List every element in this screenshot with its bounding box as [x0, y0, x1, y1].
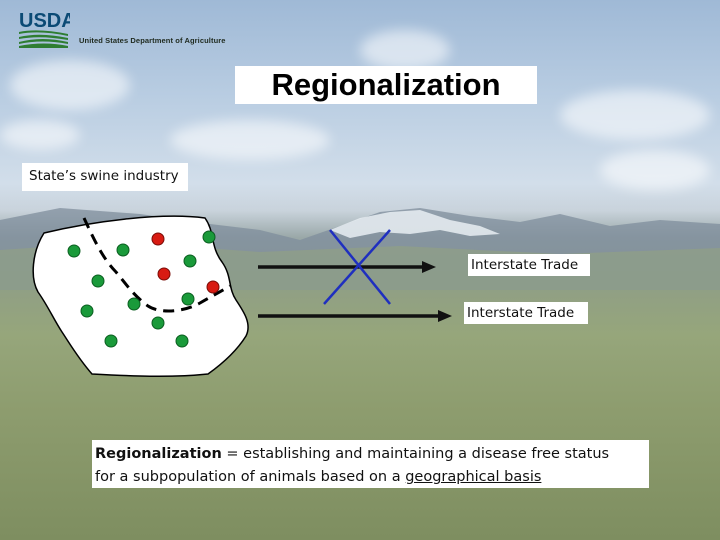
- definition-text: Regionalization = establishing and maint…: [95, 443, 609, 489]
- trade-label-text: Interstate Trade: [468, 254, 590, 276]
- healthy-farm-dot: [152, 317, 164, 329]
- healthy-farm-dot: [105, 335, 117, 347]
- state-outline: [33, 216, 248, 376]
- trade-arrow-head: [422, 261, 436, 273]
- infected-farm-dot: [207, 281, 219, 293]
- healthy-farm-dot: [128, 298, 140, 310]
- healthy-farm-dot: [68, 245, 80, 257]
- definition-line1: = establishing and maintaining a disease…: [222, 446, 609, 462]
- healthy-farm-dot: [92, 275, 104, 287]
- healthy-farm-dot: [182, 293, 194, 305]
- healthy-farm-dot: [117, 244, 129, 256]
- trade-arrow-head: [438, 310, 452, 322]
- infected-farm-dot: [158, 268, 170, 280]
- definition-line2: for a subpopulation of animals based on …: [95, 469, 405, 485]
- trade-label-allowed: Interstate Trade: [464, 302, 588, 324]
- healthy-farm-dot: [176, 335, 188, 347]
- healthy-farm-dot: [184, 255, 196, 267]
- trade-label-blocked: Interstate Trade: [468, 254, 590, 276]
- healthy-farm-dot: [81, 305, 93, 317]
- definition-underlined: geographical basis: [405, 469, 541, 485]
- healthy-farm-dot: [203, 231, 215, 243]
- definition-term: Regionalization: [95, 446, 222, 462]
- infected-farm-dot: [152, 233, 164, 245]
- trade-label-text: Interstate Trade: [464, 302, 588, 324]
